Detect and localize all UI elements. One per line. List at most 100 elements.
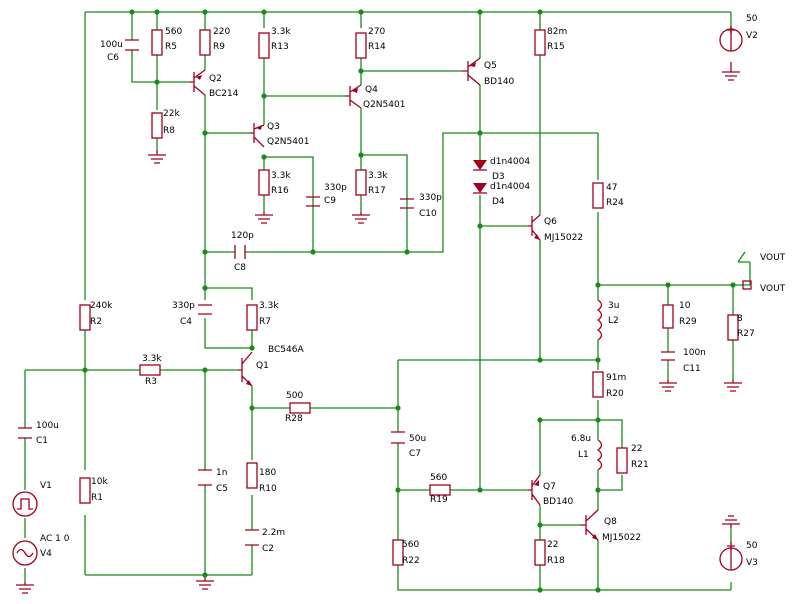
r9-ref: R9 <box>213 42 225 52</box>
q4-ref: Q4 <box>365 85 378 95</box>
resistors <box>79 29 739 566</box>
junction <box>595 282 601 288</box>
wires <box>24 11 751 591</box>
junction <box>261 154 267 160</box>
q8-ref: Q8 <box>604 517 617 527</box>
resistor-R7 <box>246 304 258 331</box>
junction <box>202 285 208 291</box>
r2-value: 240k <box>90 301 113 311</box>
v1-ref: V1 <box>40 481 52 491</box>
r5-ref: R5 <box>165 42 177 52</box>
junction <box>595 357 601 363</box>
v2-ref: V2 <box>746 31 758 41</box>
junction <box>537 9 543 15</box>
r19-value: 560 <box>430 473 447 483</box>
junction <box>249 345 255 351</box>
d3-value: d1n4004 <box>490 157 530 167</box>
junctions <box>82 9 736 593</box>
diode-D3 <box>473 160 487 170</box>
junction <box>537 357 543 363</box>
q4-value: Q2N5401 <box>363 100 405 110</box>
q7-ref: Q7 <box>543 482 556 492</box>
v3-value: 50 <box>746 541 758 551</box>
source-V2 <box>719 26 743 52</box>
r7-value: 3.3k <box>259 301 279 311</box>
inductor-L2 <box>596 299 603 341</box>
c6-ref: C6 <box>107 53 119 63</box>
junction <box>395 405 401 411</box>
r3-value: 3.3k <box>142 354 162 364</box>
q1-ref: Q1 <box>256 361 269 371</box>
r10-ref: R10 <box>259 484 277 494</box>
junction <box>154 79 160 85</box>
resistor-R1 <box>79 477 91 504</box>
junction <box>154 9 160 15</box>
r8-value: 22k <box>163 109 180 119</box>
c10-value: 330p <box>419 193 442 203</box>
source-V4 <box>12 540 38 566</box>
c8-ref: C8 <box>234 263 246 273</box>
junction <box>202 9 208 15</box>
c11-ref: C11 <box>683 364 701 374</box>
junction <box>537 587 543 593</box>
q6-ref: Q6 <box>544 217 557 227</box>
r5-value: 560 <box>165 27 182 37</box>
capacitor-C5 <box>198 469 212 486</box>
resistor-R22 <box>392 539 404 566</box>
resistor-R16 <box>258 169 270 196</box>
capacitor-C11 <box>661 351 675 361</box>
junction <box>202 249 208 255</box>
c5-value: 1n <box>216 468 227 478</box>
r17-value: 3.3k <box>368 171 388 181</box>
v3-ref: V3 <box>746 558 758 568</box>
transistor-Q6 <box>528 214 541 241</box>
r18-value: 22 <box>547 540 558 550</box>
ground-symbol <box>255 212 273 224</box>
q6-value: MJ15022 <box>544 233 583 243</box>
resistor-R17 <box>355 169 367 196</box>
junction <box>358 68 364 74</box>
resistor-R9 <box>199 29 211 56</box>
capacitor-C1 <box>18 427 32 439</box>
q3-value: Q2N5401 <box>267 137 309 147</box>
transistors <box>190 57 599 541</box>
junction <box>261 9 267 15</box>
capacitor-C2 <box>245 529 259 546</box>
resistor-R10 <box>246 462 258 489</box>
junction <box>202 130 208 136</box>
r27-value: 8 <box>737 314 743 324</box>
resistor-R28 <box>289 402 311 414</box>
transistor-Q8 <box>580 509 599 541</box>
c11-value: 100n <box>683 348 706 358</box>
resistor-R13 <box>258 32 270 59</box>
ground-symbol <box>724 380 742 392</box>
junction <box>202 572 208 578</box>
c1-value: 100u <box>36 421 59 431</box>
l1-value: 6.8u <box>571 434 591 444</box>
q8-value: MJ15022 <box>602 533 641 543</box>
transistor-Q1 <box>238 351 253 387</box>
r20-value: 91m <box>606 373 626 383</box>
junction <box>537 417 543 423</box>
c5-ref: C5 <box>216 484 228 494</box>
junction <box>358 152 364 158</box>
r16-ref: R16 <box>271 186 289 196</box>
junction <box>202 367 208 373</box>
r14-ref: R14 <box>368 42 386 52</box>
c8-value: 120p <box>231 231 254 241</box>
l2-ref: L2 <box>608 316 619 326</box>
resistor-R29 <box>662 304 674 329</box>
q3-ref: Q3 <box>267 122 280 132</box>
inductors <box>596 299 603 471</box>
r17-ref: R17 <box>368 186 386 196</box>
r21-ref: R21 <box>631 460 649 470</box>
capacitor-C7 <box>391 431 405 444</box>
c9-ref: C9 <box>324 196 336 206</box>
vout-port-marker <box>742 280 752 290</box>
ground-symbol <box>16 582 34 594</box>
vout-net-label: VOUT <box>760 253 786 263</box>
q5-ref: Q5 <box>484 61 497 71</box>
resistor-R18 <box>534 539 546 566</box>
c10-ref: C10 <box>419 209 437 219</box>
